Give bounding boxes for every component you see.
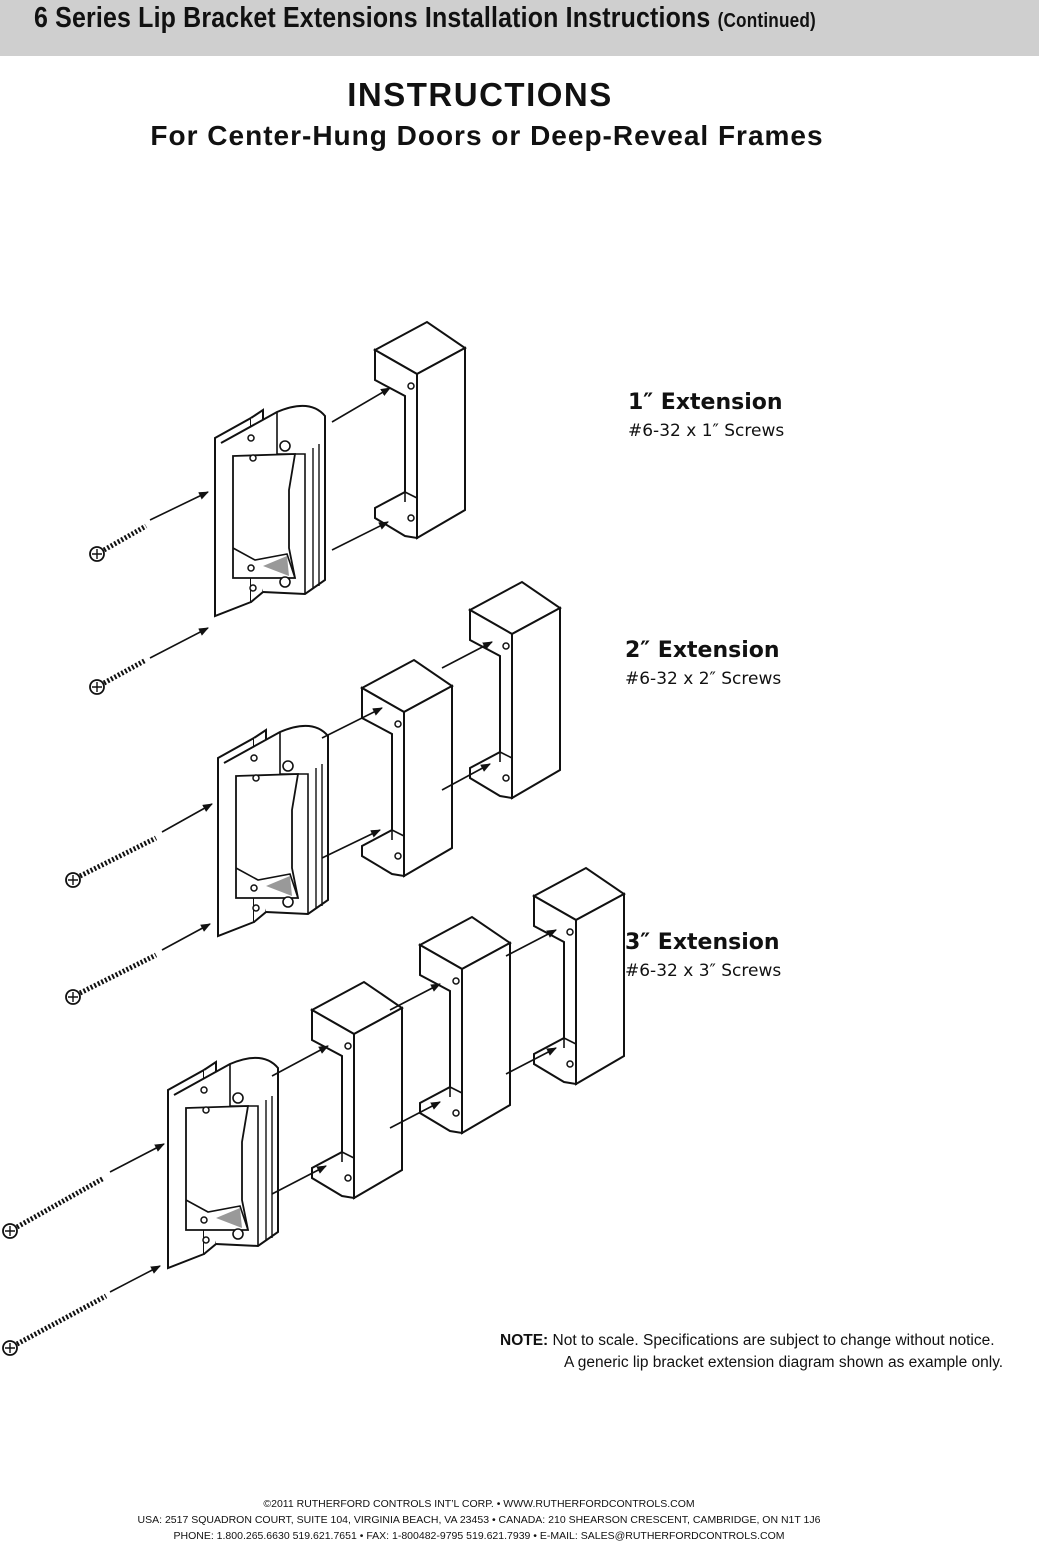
footer-copyright: ©2011 RUTHERFORD CONTROLS INT’L CORP. • …: [263, 1498, 695, 1510]
instructions-subheading: For Center-Hung Doors or Deep-Reveal Fra…: [150, 120, 824, 151]
page-title-text: 6 Series Lip Bracket Extensions Installa…: [34, 2, 711, 34]
arrows-1in: [149, 387, 391, 659]
block-2in-b: [469, 581, 561, 799]
screw-2in-top: [65, 835, 158, 888]
footer-contact: PHONE: 1.800.265.6630 519.621.7651 • FAX…: [173, 1530, 785, 1542]
arrows-2in: [161, 641, 493, 951]
plate-3in: [167, 1056, 279, 1269]
extension-screws: #6-32 x 1″ Screws: [628, 421, 785, 441]
note-line-2: A generic lip bracket extension diagram …: [564, 1354, 1004, 1371]
page-title: 6 Series Lip Bracket Extensions Installa…: [34, 2, 816, 35]
extension-screws: #6-32 x 2″ Screws: [625, 669, 782, 689]
plate-1in: [214, 404, 326, 617]
note-label: NOTE:: [500, 1332, 549, 1349]
footer: ©2011 RUTHERFORD CONTROLS INT’L CORP. • …: [0, 1496, 958, 1544]
screw-3in-top: [2, 1175, 106, 1239]
note: NOTE: Not to scale. Specifications are s…: [500, 1330, 1003, 1374]
extension-name: 1″ Extension: [628, 390, 783, 415]
screw-2in-bottom: [65, 952, 158, 1005]
block-2in-a: [361, 659, 453, 877]
block-3in-b: [419, 916, 511, 1134]
extension-label-2in: 2″ Extension #6-32 x 2″ Screws: [625, 638, 781, 689]
plate-2in: [217, 724, 329, 937]
screw-3in-bottom: [2, 1293, 108, 1356]
extension-name: 2″ Extension: [625, 638, 780, 663]
note-line-1: Not to scale. Specifications are subject…: [552, 1332, 995, 1349]
instructions-heading: INSTRUCTIONS: [347, 76, 613, 113]
extension-name: 3″ Extension: [625, 930, 780, 955]
screw-1in-top: [89, 523, 148, 562]
extension-label-1in: 1″ Extension #6-32 x 1″ Screws: [628, 390, 784, 441]
continued-label: (Continued): [717, 10, 816, 32]
extension-label-3in: 3″ Extension #6-32 x 3″ Screws: [625, 930, 781, 981]
block-1in: [374, 321, 466, 539]
footer-address: USA: 2517 SQUADRON COURT, SUITE 104, VIR…: [137, 1514, 821, 1526]
header-bar: [0, 0, 1039, 56]
extension-screws: #6-32 x 3″ Screws: [625, 961, 782, 981]
arrows-3in: [109, 929, 557, 1293]
screw-1in-bottom: [89, 657, 148, 695]
